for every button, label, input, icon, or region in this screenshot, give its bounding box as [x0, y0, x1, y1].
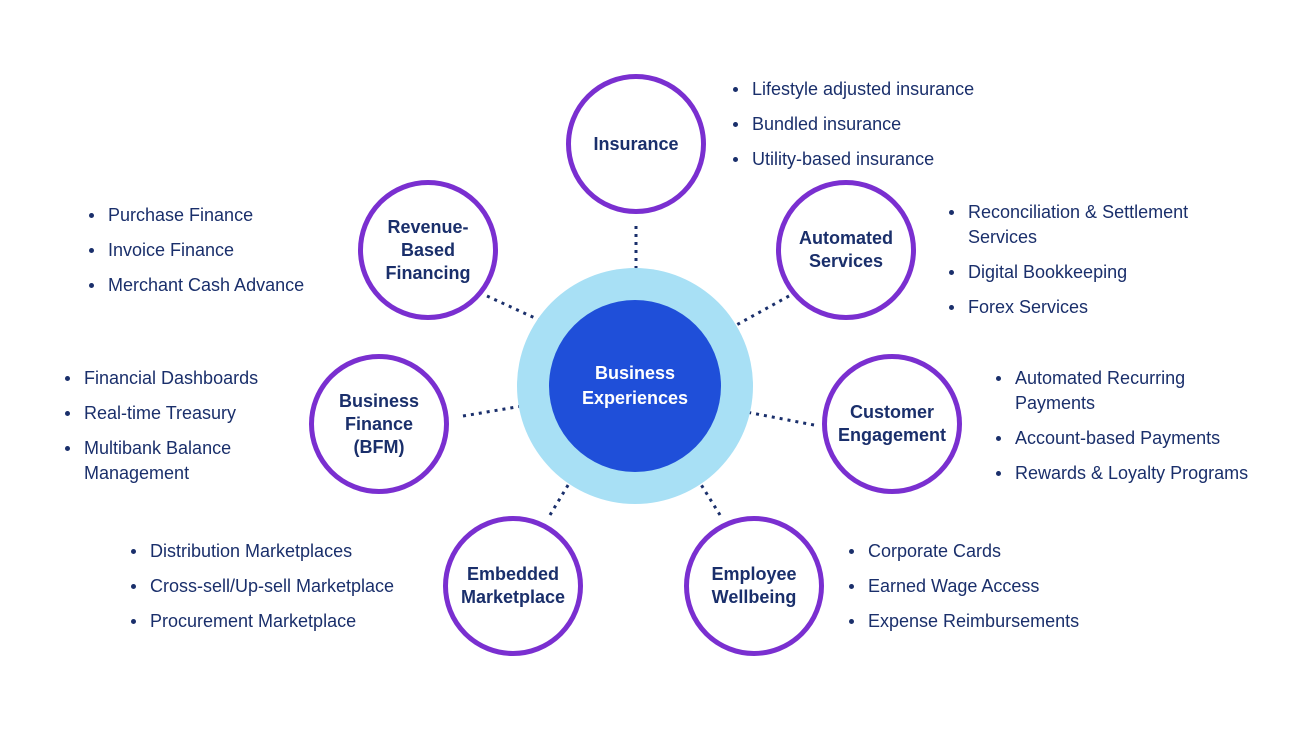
node-embedded-marketplace: Embedded Marketplace [443, 516, 583, 656]
list-item: Cross-sell/Up-sell Marketplace [128, 574, 394, 599]
list-item: Reconciliation & Settlement Services [946, 200, 1188, 250]
list-insurance: Lifestyle adjusted insurance Bundled ins… [730, 77, 974, 182]
list-item: Corporate Cards [846, 539, 1079, 564]
list-item: Financial Dashboards [62, 366, 258, 391]
list-item: Expense Reimbursements [846, 609, 1079, 634]
connector-business-finance [462, 400, 547, 418]
list-item: Rewards & Loyalty Programs [993, 461, 1248, 486]
node-label-business-finance: Business Finance (BFM) [338, 390, 420, 457]
list-revenue-based-financing: Purchase Finance Invoice Finance Merchan… [86, 203, 304, 308]
list-item: Purchase Finance [86, 203, 304, 228]
list-employee-wellbeing: Corporate Cards Earned Wage Access Expen… [846, 539, 1079, 644]
node-revenue-based-financing: Revenue- Based Financing [358, 180, 498, 320]
list-automated-services: Reconciliation & Settlement Services Dig… [946, 200, 1188, 330]
node-label-automated-services: Automated Services [799, 228, 893, 271]
center-label: Business Experiences [581, 363, 689, 408]
list-customer-engagement: Automated Recurring Payments Account-bas… [993, 366, 1248, 496]
node-insurance: Insurance [566, 74, 706, 214]
list-item: Multibank Balance Management [62, 436, 258, 486]
list-item: Procurement Marketplace [128, 609, 394, 634]
list-business-finance: Financial Dashboards Real-time Treasury … [62, 366, 258, 496]
list-embedded-marketplace: Distribution Marketplaces Cross-sell/Up-… [128, 539, 394, 644]
node-customer-engagement: Customer Engagement [822, 354, 962, 494]
center-node: Business Experiences [549, 300, 721, 472]
node-label-customer-engagement: Customer Engagement [837, 402, 947, 445]
connector-embedded-marketplace [548, 461, 584, 516]
list-item: Forex Services [946, 295, 1188, 320]
list-item: Automated Recurring Payments [993, 366, 1248, 416]
node-label-insurance: Insurance [593, 133, 679, 154]
list-item: Real-time Treasury [62, 401, 258, 426]
list-item: Utility-based insurance [730, 147, 974, 172]
connector-revenue-based-financing [486, 294, 562, 332]
node-label-employee-wellbeing: Employee Wellbeing [711, 564, 797, 607]
list-item: Account-based Payments [993, 426, 1248, 451]
node-automated-services: Automated Services [776, 180, 916, 320]
list-item: Bundled insurance [730, 112, 974, 137]
node-business-finance: Business Finance (BFM) [309, 354, 449, 494]
list-item: Merchant Cash Advance [86, 273, 304, 298]
list-item: Distribution Marketplaces [128, 539, 394, 564]
node-label-embedded-marketplace: Embedded Marketplace [460, 564, 566, 607]
list-item: Invoice Finance [86, 238, 304, 263]
connector-employee-wellbeing [690, 469, 722, 516]
list-item: Digital Bookkeeping [946, 260, 1188, 285]
node-employee-wellbeing: Employee Wellbeing [684, 516, 824, 656]
list-item: Earned Wage Access [846, 574, 1079, 599]
list-item: Lifestyle adjusted insurance [730, 77, 974, 102]
node-label-revenue-based-financing: Revenue- Based Financing [385, 216, 471, 283]
